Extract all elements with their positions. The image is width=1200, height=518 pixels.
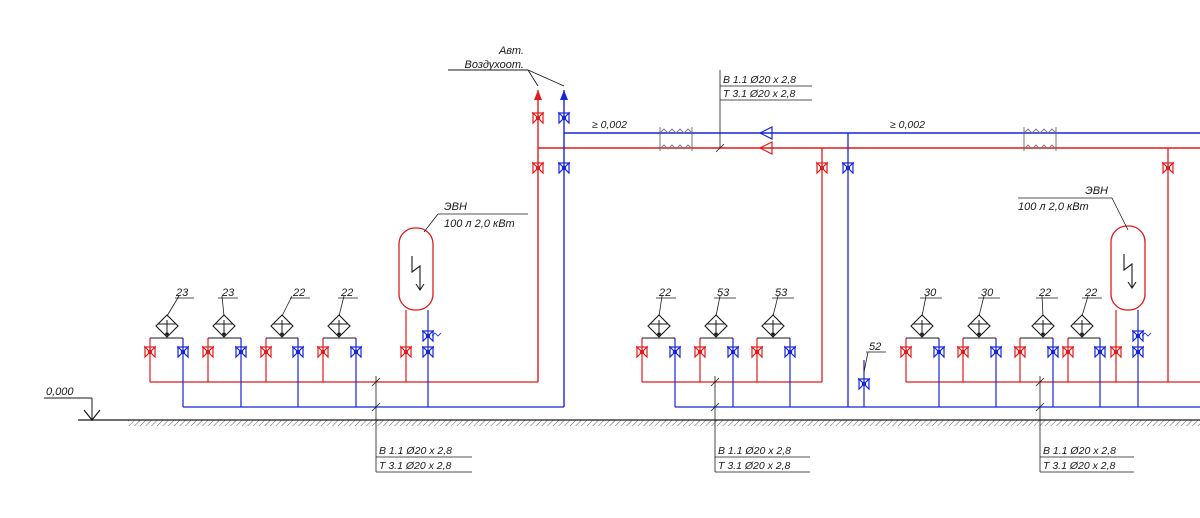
hot-direction-arrow (758, 141, 773, 155)
valve-52: 52 (857, 341, 886, 407)
fixture-3-2-label: 30 (981, 287, 994, 299)
group-3: 30 30 22 (848, 148, 1200, 408)
heater-1-title: ЭВН (444, 201, 467, 213)
hot-main-top (537, 90, 1200, 382)
level-mark: 0,000 (44, 386, 101, 421)
fixture-3-4-label: 22 (1084, 287, 1097, 299)
level-mark-label: 0,000 (46, 386, 74, 398)
fixture-1-3-label: 22 (292, 287, 305, 299)
slope-left-label: ≥ 0,002 (592, 119, 627, 131)
fixture-2-2: 53 (693, 287, 740, 392)
fixture-3-1-label: 30 (924, 287, 937, 299)
fixture-1-1-label: 23 (175, 287, 189, 299)
fixture-1-2-label: 23 (221, 287, 235, 299)
fixture-1-3: 22 (259, 287, 310, 392)
fixture-2-3-label: 53 (775, 287, 788, 299)
pipe-spec-bottom-2-line1: В 1.1 Ø20 х 2,8 (718, 445, 791, 457)
valve-52-label: 52 (869, 341, 881, 353)
fixture-2-1: 22 (635, 287, 682, 392)
pipe-spec-bottom-1: В 1.1 Ø20 х 2,8 Т 3.1 Ø20 х 2,8 (371, 376, 472, 473)
cold-main-top (563, 90, 1200, 407)
heater-1: ЭВН 100 л 2,0 кВт (398, 201, 528, 407)
air-vent-label-line2: Воздухоот. (465, 59, 525, 71)
fixture-3-4: 22 (1061, 287, 1107, 392)
air-vent-label-line1: Авт. (498, 45, 524, 57)
pipe-spec-bottom-3-line2: Т 3.1 Ø20 х 2,8 (1043, 460, 1116, 472)
fixture-3-1: 30 (899, 287, 946, 392)
fixture-2-1-label: 22 (658, 287, 671, 299)
heater-2: ЭВН 100 л 2,0 кВт (1018, 185, 1152, 407)
fixture-2-3: 53 (750, 287, 797, 392)
air-vent-hot (531, 90, 545, 124)
fixture-2-2-label: 53 (717, 287, 730, 299)
group-2: 22 53 53 (635, 133, 855, 408)
air-vent-label: Авт. Воздухоот. (448, 45, 565, 87)
pipe-spec-bottom-3: В 1.1 Ø20 х 2,8 Т 3.1 Ø20 х 2,8 (1035, 376, 1134, 473)
fixture-1-2: 23 (201, 287, 248, 392)
pipe-spec-bottom-2-line2: Т 3.1 Ø20 х 2,8 (718, 460, 791, 472)
group-1: 23 23 22 (143, 201, 564, 408)
pipe-spec-top-line1: В 1.1 Ø20 х 2,8 (723, 74, 796, 86)
ground-line (78, 419, 1200, 426)
pipe-spec-bottom-2: В 1.1 Ø20 х 2,8 Т 3.1 Ø20 х 2,8 (710, 376, 810, 473)
heater-1-spec: 100 л 2,0 кВт (444, 218, 515, 230)
heater-2-spec: 100 л 2,0 кВт (1018, 201, 1089, 213)
fixture-3-3-label: 22 (1038, 287, 1051, 299)
fixture-1-1: 23 (143, 287, 194, 392)
slope-right-label: ≥ 0,002 (890, 119, 925, 131)
heater-2-title: ЭВН (1085, 185, 1108, 197)
pipe-spec-top-line2: Т 3.1 Ø20 х 2,8 (723, 88, 796, 100)
fixture-1-4-label: 22 (340, 287, 353, 299)
pipe-spec-top: В 1.1 Ø20 х 2,8 Т 3.1 Ø20 х 2,8 (715, 70, 812, 153)
fixture-3-2: 30 (956, 287, 1003, 392)
pipe-spec-bottom-3-line1: В 1.1 Ø20 х 2,8 (1043, 445, 1116, 457)
fixture-3-3: 22 (1013, 287, 1060, 392)
cold-direction-arrow (758, 126, 773, 140)
air-vent-cold (557, 90, 571, 124)
pipe-spec-bottom-1-line1: В 1.1 Ø20 х 2,8 (379, 445, 452, 457)
pipe-spec-bottom-1-line2: Т 3.1 Ø20 х 2,8 (379, 460, 452, 472)
fixture-1-4: 22 (316, 287, 363, 392)
